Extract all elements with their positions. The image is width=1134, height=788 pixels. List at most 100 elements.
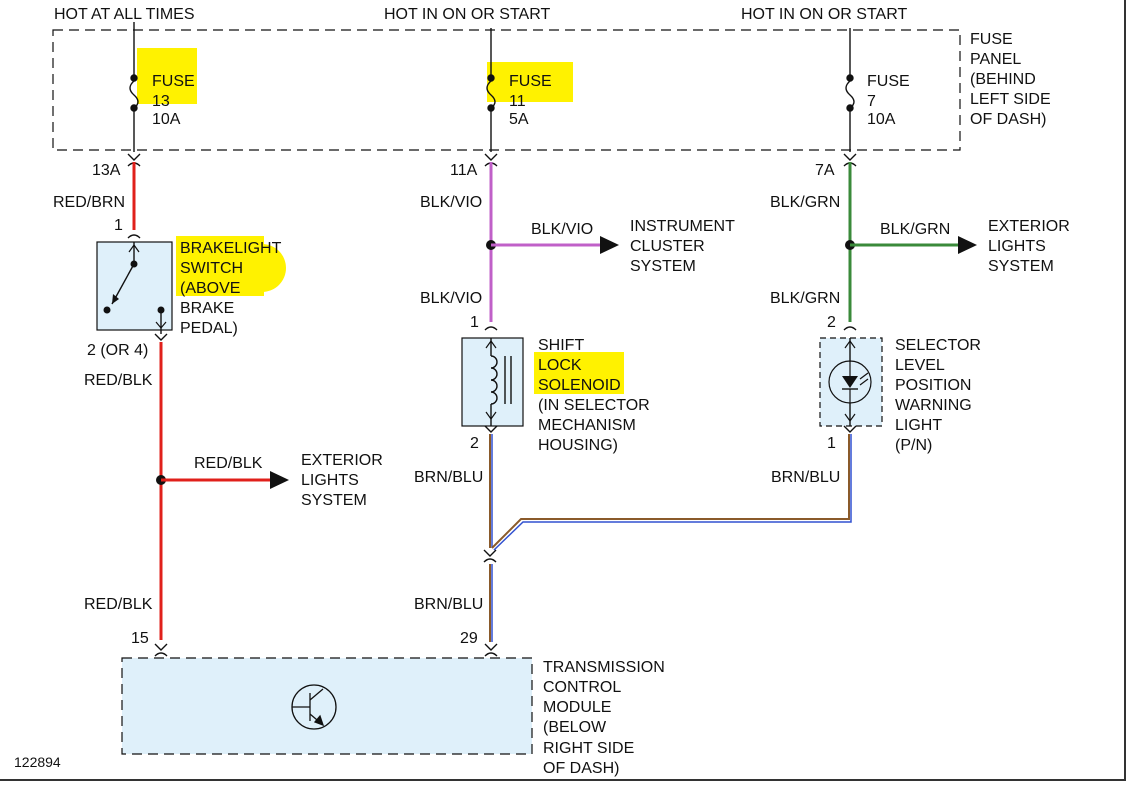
fuse-13: [127, 22, 141, 167]
fuse-11-output: 11A: [450, 162, 478, 179]
svg-text:SELECTOR: SELECTOR: [895, 337, 981, 354]
svg-text:TRANSMISSION: TRANSMISSION: [543, 659, 665, 676]
pin-brake-in: 1: [114, 217, 123, 234]
svg-text:EXTERIOR: EXTERIOR: [301, 452, 383, 469]
violet-circuit: [461, 162, 619, 657]
svg-text:(P/N): (P/N): [895, 437, 932, 454]
wire-brn-blu-mid-label: BRN/BLU: [414, 469, 483, 486]
highlight-fuse-13: [137, 48, 197, 104]
wire-brn-blu-lower-label: BRN/BLU: [414, 596, 483, 613]
supply-left-label: HOT AT ALL TIMES: [54, 6, 195, 23]
supply-labels: HOT AT ALL TIMES HOT IN ON OR START HOT …: [54, 6, 907, 23]
fuse-13-output: 13A: [92, 162, 121, 179]
pin-lamp-in: 2: [827, 314, 836, 331]
svg-text:FUSE: FUSE: [152, 73, 195, 90]
svg-text:(ABOVE: (ABOVE: [180, 280, 240, 297]
svg-text:LOCK: LOCK: [538, 357, 582, 374]
svg-text:PANEL: PANEL: [970, 51, 1021, 68]
diagram-id: 122894: [14, 754, 61, 770]
svg-text:FUSE: FUSE: [509, 73, 552, 90]
arrow-to-exterior-top: [958, 236, 977, 254]
svg-text:10A: 10A: [867, 111, 896, 128]
svg-text:LIGHTS: LIGHTS: [301, 472, 359, 489]
svg-text:BRAKELIGHT: BRAKELIGHT: [180, 240, 282, 257]
svg-text:13: 13: [152, 93, 170, 110]
svg-text:LIGHT: LIGHT: [895, 417, 942, 434]
svg-text:POSITION: POSITION: [895, 377, 971, 394]
svg-text:WARNING: WARNING: [895, 397, 972, 414]
red-circuit: [96, 162, 289, 657]
fuse-labels: FUSE 13 10A FUSE 11 5A FUSE 7 10A 13A 11…: [92, 73, 910, 179]
highlight-lock-solenoid: [534, 352, 624, 394]
fuse-panel-label: FUSE PANEL (BEHIND LEFT SIDE OF DASH): [970, 31, 1051, 128]
svg-text:FUSE: FUSE: [970, 31, 1013, 48]
wire-red-blk-upper-label: RED/BLK: [84, 372, 153, 389]
svg-text:HOUSING): HOUSING): [538, 437, 618, 454]
svg-text:10A: 10A: [152, 111, 181, 128]
highlight-marks: [137, 48, 624, 394]
shift-lock-solenoid-box: [461, 337, 524, 427]
fuse-7-output: 7A: [815, 162, 835, 179]
arrow-to-exterior-left: [270, 471, 289, 489]
fuse-panel-box: [52, 29, 961, 151]
svg-text:SYSTEM: SYSTEM: [988, 258, 1054, 275]
svg-text:11: 11: [509, 93, 526, 110]
svg-text:OF DASH): OF DASH): [970, 111, 1046, 128]
wire-blk-vio-branch-label: BLK/VIO: [531, 221, 593, 238]
svg-text:5A: 5A: [509, 111, 529, 128]
pin-tcm-right: 29: [460, 630, 478, 647]
tcm-labels: TRANSMISSION CONTROL MODULE (BELOW RIGHT…: [543, 659, 665, 777]
svg-text:(BELOW: (BELOW: [543, 719, 607, 736]
pin-lamp-out: 1: [827, 435, 836, 452]
svg-text:LEFT SIDE: LEFT SIDE: [970, 91, 1051, 108]
svg-text:7: 7: [867, 93, 876, 110]
wire-red-brn-label: RED/BRN: [53, 194, 125, 211]
highlight-brakelight-switch-blob: [238, 244, 286, 292]
wire-red-blk-branch-label: RED/BLK: [194, 455, 263, 472]
svg-text:MODULE: MODULE: [543, 699, 611, 716]
transmission-control-module: [121, 657, 533, 755]
wire-blk-grn-upper-label: BLK/GRN: [770, 194, 840, 211]
transistor-icon: [291, 684, 337, 730]
red-circuit-labels: RED/BRN 1 2 (OR 4) RED/BLK RED/BLK RED/B…: [53, 194, 383, 647]
svg-text:SOLENOID: SOLENOID: [538, 377, 621, 394]
pin-brake-out: 2 (OR 4): [87, 342, 148, 359]
svg-text:PEDAL): PEDAL): [180, 320, 238, 337]
pin-solenoid-in: 1: [470, 314, 479, 331]
fuse-7: [843, 28, 857, 167]
svg-text:INSTRUMENT: INSTRUMENT: [630, 218, 735, 235]
svg-text:SHIFT: SHIFT: [538, 337, 584, 354]
wire-brn-blu-right-label: BRN/BLU: [771, 469, 840, 486]
svg-text:RIGHT SIDE: RIGHT SIDE: [543, 740, 634, 757]
pin-tcm-left: 15: [131, 630, 149, 647]
green-circuit: [491, 162, 977, 551]
green-circuit-labels: BLK/GRN BLK/GRN BLK/GRN 2 1 BRN/BLU EXTE…: [770, 194, 1070, 486]
supply-middle-label: HOT IN ON OR START: [384, 6, 550, 23]
svg-text:SYSTEM: SYSTEM: [630, 258, 696, 275]
tcm-box: [121, 657, 533, 755]
wire-blk-grn-lower-label: BLK/GRN: [770, 290, 840, 307]
highlight-fuse-11: [487, 62, 573, 102]
supply-right-label: HOT IN ON OR START: [741, 6, 907, 23]
wire-blk-grn-branch-label: BLK/GRN: [880, 221, 950, 238]
svg-text:MECHANISM: MECHANISM: [538, 417, 636, 434]
svg-text:OF DASH): OF DASH): [543, 760, 619, 777]
svg-text:CONTROL: CONTROL: [543, 679, 621, 696]
svg-text:(IN SELECTOR: (IN SELECTOR: [538, 397, 650, 414]
svg-text:LEVEL: LEVEL: [895, 357, 945, 374]
svg-text:CLUSTER: CLUSTER: [630, 238, 705, 255]
svg-text:EXTERIOR: EXTERIOR: [988, 218, 1070, 235]
pin-solenoid-out: 2: [470, 435, 479, 452]
svg-text:SYSTEM: SYSTEM: [301, 492, 367, 509]
violet-circuit-labels: BLK/VIO BLK/VIO BLK/VIO 1 2 BRN/BLU BRN/…: [414, 194, 735, 647]
svg-text:BRAKE: BRAKE: [180, 300, 234, 317]
svg-text:LIGHTS: LIGHTS: [988, 238, 1046, 255]
svg-text:FUSE: FUSE: [867, 73, 910, 90]
svg-text:SWITCH: SWITCH: [180, 260, 243, 277]
wire-blk-vio-lower-label: BLK/VIO: [420, 290, 482, 307]
wire-blk-vio-upper-label: BLK/VIO: [420, 194, 482, 211]
wire-red-blk-lower-label: RED/BLK: [84, 596, 153, 613]
arrow-to-instrument-cluster: [600, 236, 619, 254]
